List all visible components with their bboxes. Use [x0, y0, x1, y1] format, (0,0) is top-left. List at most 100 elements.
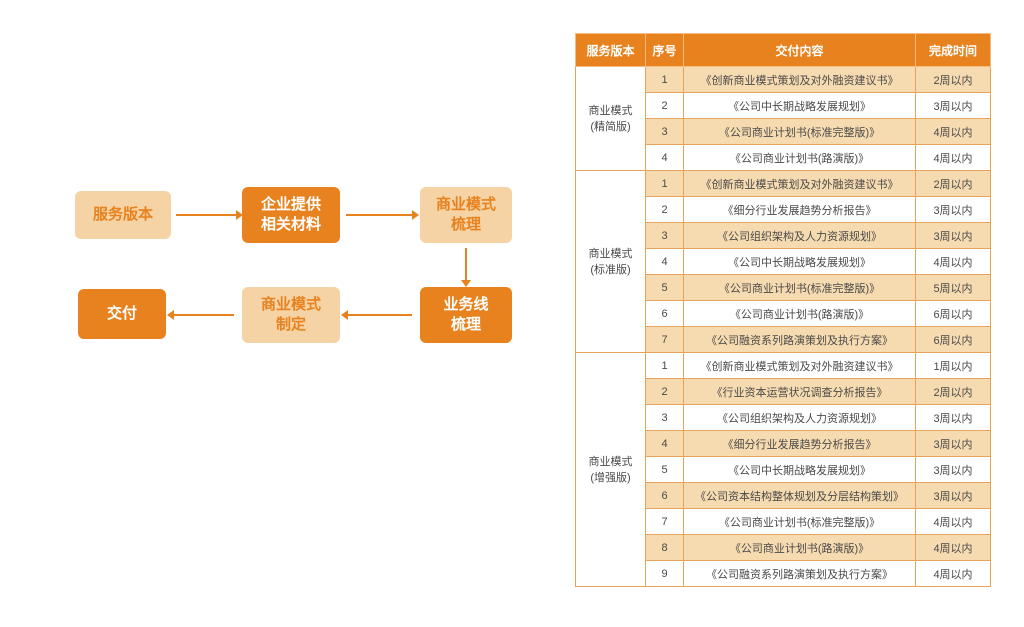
deliverable-cell: 《公司商业计划书(路演版)》: [683, 144, 916, 171]
table-row: 5《公司商业计划书(标准完整版)》5周以内: [576, 274, 991, 301]
row-number-cell: 1: [645, 352, 684, 379]
completion-time-cell: 3周以内: [915, 196, 991, 223]
flow-node-business-line-review: 业务线 梳理: [420, 287, 512, 343]
deliverable-cell: 《公司商业计划书(标准完整版)》: [683, 274, 916, 301]
deliverable-cell: 《公司商业计划书(路演版)》: [683, 300, 916, 327]
deliverable-cell: 《行业资本运营状况调查分析报告》: [683, 378, 916, 405]
arrow-down-icon: [461, 248, 471, 287]
flow-node-label: 业务线 梳理: [443, 296, 489, 333]
deliverable-cell: 《公司商业计划书(路演版)》: [683, 534, 916, 561]
table-row: 8《公司商业计划书(路演版)》4周以内: [576, 534, 991, 561]
arrow-left-icon: [341, 310, 412, 320]
flow-node-label: 商业模式 制定: [260, 296, 321, 333]
completion-time-cell: 3周以内: [915, 430, 991, 457]
version-cell: 商业模式 (增强版): [575, 352, 646, 587]
table-row: 2《细分行业发展趋势分析报告》3周以内: [576, 196, 991, 223]
row-number-cell: 5: [645, 456, 684, 483]
flow-node-delivery: 交付: [78, 289, 166, 339]
row-number-cell: 7: [645, 508, 684, 535]
table-row: 6《公司商业计划书(路演版)》6周以内: [576, 300, 991, 327]
completion-time-cell: 4周以内: [915, 144, 991, 171]
header-completion-time: 完成时间: [915, 33, 991, 67]
table-row: 7《公司融资系列路演策划及执行方案》6周以内: [576, 326, 991, 353]
completion-time-cell: 4周以内: [915, 248, 991, 275]
table-row: 3《公司组织架构及人力资源规划》3周以内: [576, 222, 991, 249]
deliverable-cell: 《公司商业计划书(标准完整版)》: [683, 118, 916, 145]
table-row: 6《公司资本结构整体规划及分层结构策划》3周以内: [576, 482, 991, 509]
row-number-cell: 2: [645, 378, 684, 405]
completion-time-cell: 4周以内: [915, 534, 991, 561]
completion-time-cell: 3周以内: [915, 92, 991, 119]
table-header-row: 服务版本 序号 交付内容 完成时间: [575, 33, 991, 67]
flow-node-business-model-review: 商业模式 梳理: [420, 187, 512, 243]
row-number-cell: 4: [645, 144, 684, 171]
completion-time-cell: 4周以内: [915, 560, 991, 587]
table-row: 9《公司融资系列路演策划及执行方案》4周以内: [576, 560, 991, 587]
table-row: 商业模式 (标准版)1《创新商业模式策划及对外融资建议书》2周以内: [575, 170, 991, 353]
row-number-cell: 6: [645, 482, 684, 509]
deliverable-cell: 《公司融资系列路演策划及执行方案》: [683, 560, 916, 587]
completion-time-cell: 6周以内: [915, 326, 991, 353]
version-cell: 商业模式 (精简版): [575, 66, 646, 171]
header-service-version: 服务版本: [575, 33, 646, 67]
arrow-right-icon: [346, 210, 419, 220]
table-row: 商业模式 (增强版)1《创新商业模式策划及对外融资建议书》1周以内: [575, 352, 991, 587]
deliverable-cell: 《创新商业模式策划及对外融资建议书》: [683, 352, 916, 379]
row-number-cell: 3: [645, 404, 684, 431]
row-number-cell: 1: [645, 66, 684, 93]
table-row: 商业模式 (精简版)1《创新商业模式策划及对外融资建议书》2周以内: [575, 66, 991, 171]
completion-time-cell: 3周以内: [915, 456, 991, 483]
row-number-cell: 2: [645, 196, 684, 223]
flow-node-label: 企业提供 相关材料: [260, 196, 321, 233]
completion-time-cell: 2周以内: [915, 170, 991, 197]
table-row: 4《公司商业计划书(路演版)》4周以内: [576, 144, 991, 171]
table-row: 5《公司中长期战略发展规划》3周以内: [576, 456, 991, 483]
flow-node-label: 商业模式 梳理: [435, 196, 496, 233]
flow-node-label: 交付: [106, 305, 137, 322]
row-number-cell: 2: [645, 92, 684, 119]
completion-time-cell: 4周以内: [915, 508, 991, 535]
table-row: 2《公司中长期战略发展规划》3周以内: [576, 92, 991, 119]
row-number-cell: 3: [645, 118, 684, 145]
completion-time-cell: 3周以内: [915, 404, 991, 431]
arrow-right-icon: [176, 210, 243, 220]
flow-node-label: 服务版本: [92, 206, 153, 223]
row-number-cell: 6: [645, 300, 684, 327]
flow-node-company-materials: 企业提供 相关材料: [242, 187, 340, 243]
completion-time-cell: 3周以内: [915, 222, 991, 249]
row-number-cell: 3: [645, 222, 684, 249]
deliverable-cell: 《细分行业发展趋势分析报告》: [683, 196, 916, 223]
table-row: 7《公司商业计划书(标准完整版)》4周以内: [576, 508, 991, 535]
row-number-cell: 7: [645, 326, 684, 353]
completion-time-cell: 2周以内: [915, 66, 991, 93]
flow-node-business-model-design: 商业模式 制定: [242, 287, 340, 343]
table-row: 3《公司组织架构及人力资源规划》3周以内: [576, 404, 991, 431]
completion-time-cell: 5周以内: [915, 274, 991, 301]
deliverable-cell: 《公司中长期战略发展规划》: [683, 456, 916, 483]
deliverable-cell: 《公司组织架构及人力资源规划》: [683, 404, 916, 431]
deliverable-cell: 《公司组织架构及人力资源规划》: [683, 222, 916, 249]
row-number-cell: 4: [645, 430, 684, 457]
deliverable-cell: 《公司中长期战略发展规划》: [683, 248, 916, 275]
row-number-cell: 9: [645, 560, 684, 587]
flow-node-service-version: 服务版本: [75, 191, 171, 239]
deliverable-cell: 《创新商业模式策划及对外融资建议书》: [683, 170, 916, 197]
table-row: 4《细分行业发展趋势分析报告》3周以内: [576, 430, 991, 457]
arrow-left-icon: [167, 310, 234, 320]
completion-time-cell: 4周以内: [915, 118, 991, 145]
version-cell: 商业模式 (标准版): [575, 170, 646, 353]
row-number-cell: 4: [645, 248, 684, 275]
deliverable-cell: 《公司资本结构整体规划及分层结构策划》: [683, 482, 916, 509]
completion-time-cell: 2周以内: [915, 378, 991, 405]
completion-time-cell: 6周以内: [915, 300, 991, 327]
deliverables-table: 服务版本 序号 交付内容 完成时间 商业模式 (精简版)1《创新商业模式策划及对…: [575, 33, 991, 587]
deliverable-cell: 《创新商业模式策划及对外融资建议书》: [683, 66, 916, 93]
deliverable-cell: 《公司商业计划书(标准完整版)》: [683, 508, 916, 535]
completion-time-cell: 3周以内: [915, 482, 991, 509]
header-number: 序号: [645, 33, 684, 67]
header-deliverable: 交付内容: [683, 33, 916, 67]
completion-time-cell: 1周以内: [915, 352, 991, 379]
row-number-cell: 5: [645, 274, 684, 301]
deliverable-cell: 《细分行业发展趋势分析报告》: [683, 430, 916, 457]
